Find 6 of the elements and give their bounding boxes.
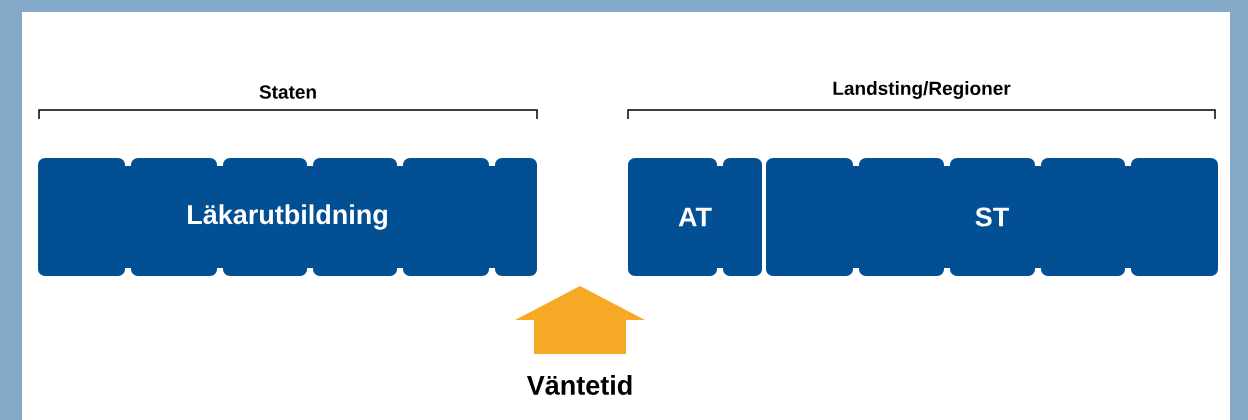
segmented-bar: ST <box>766 158 1218 276</box>
segmented-bar: Läkarutbildning <box>38 158 537 276</box>
segmented-bar: AT <box>628 158 762 276</box>
waiting-time-label: Väntetid <box>526 375 632 395</box>
group-label: Landsting/Regioner <box>833 81 1011 99</box>
group-label: Staten <box>259 85 316 99</box>
